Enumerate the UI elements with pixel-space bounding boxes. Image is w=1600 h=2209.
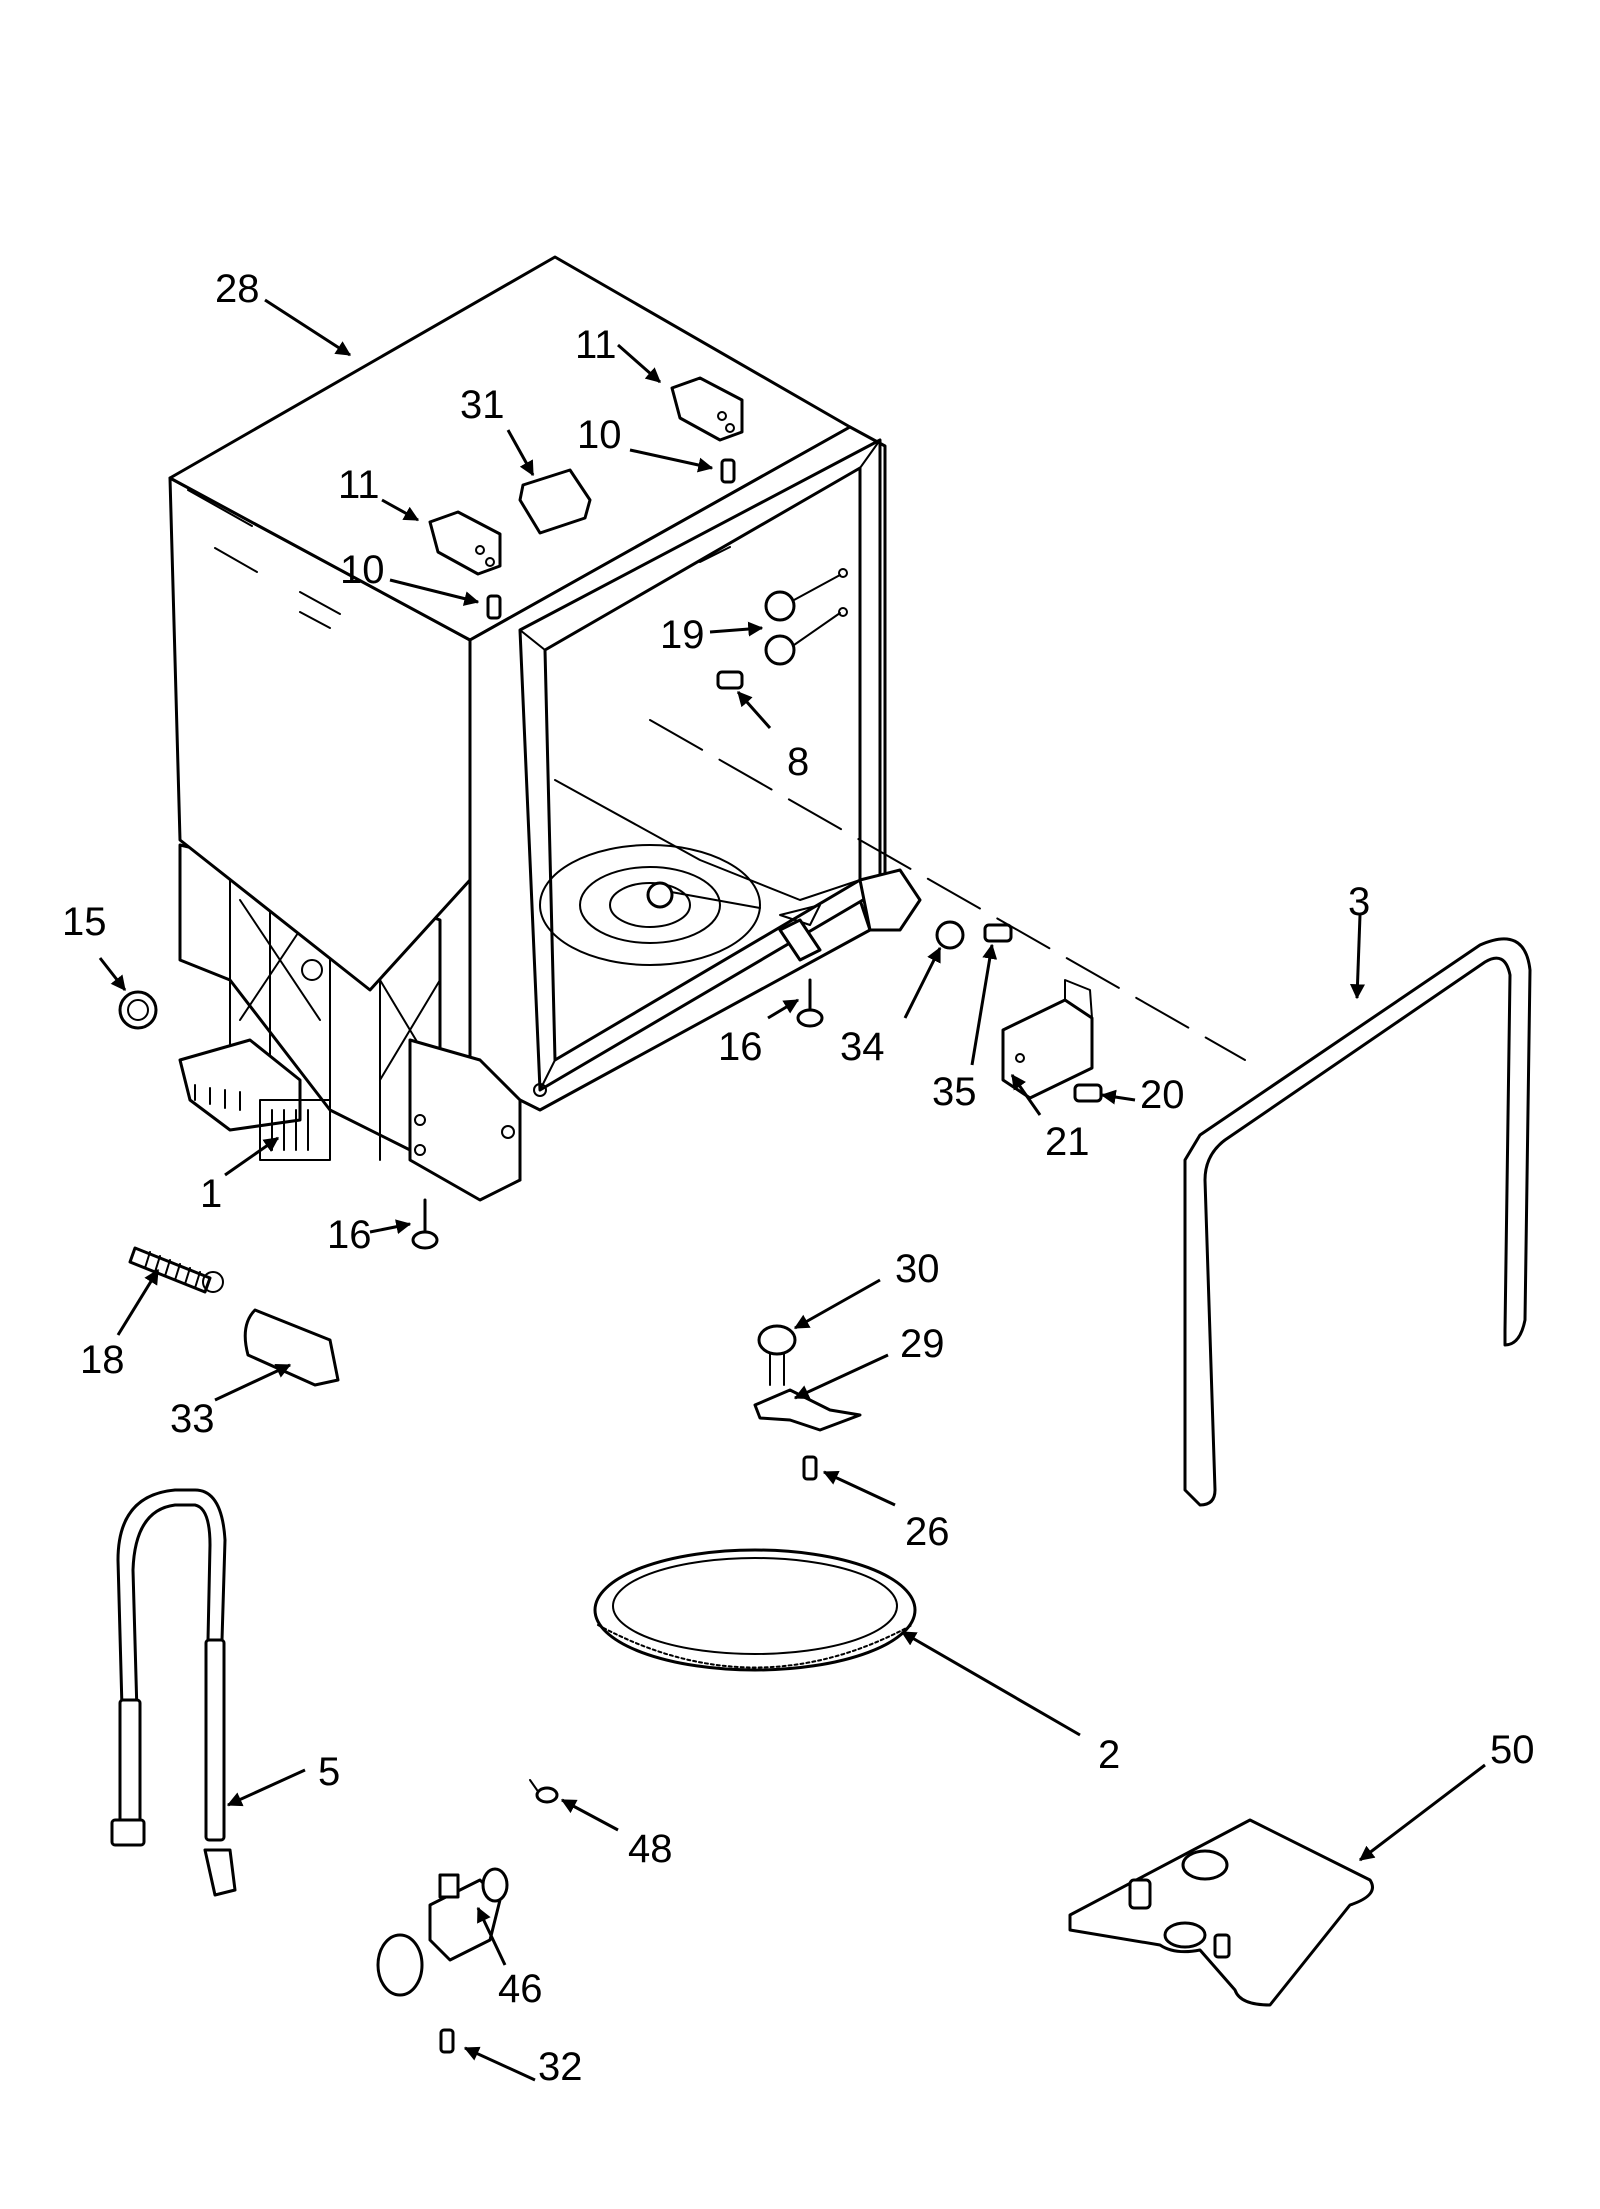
screw-icon <box>439 2028 455 2054</box>
callout-label: 28 <box>215 267 260 311</box>
callout-label: 31 <box>460 383 505 427</box>
gasket-icon <box>1183 937 1532 1507</box>
bracket-icon <box>428 376 744 576</box>
callout-label: 16 <box>327 1213 372 1257</box>
roller-icon <box>716 568 848 690</box>
leader-lines <box>98 298 1486 2082</box>
callout-label: 16 <box>718 1025 763 1069</box>
bracket-icon <box>1001 979 1103 1103</box>
washer-icon <box>935 920 965 950</box>
callout-label: 11 <box>338 463 380 507</box>
screw-icon <box>486 458 736 620</box>
callout-label: 2 <box>1098 1733 1120 1777</box>
callout-label: 5 <box>318 1750 340 1794</box>
callout-label: 46 <box>498 1967 543 2011</box>
callout-label: 26 <box>905 1510 950 1554</box>
callout-label: 48 <box>628 1827 673 1871</box>
callout-label: 18 <box>80 1338 125 1382</box>
callout-label: 29 <box>900 1322 945 1366</box>
plug-icon <box>118 990 158 1030</box>
foot-icon <box>796 978 824 1028</box>
hose-clamp-icon <box>376 1867 509 1997</box>
callout-label: 19 <box>660 613 705 657</box>
spring-icon <box>128 1246 224 1294</box>
callout-label: 35 <box>932 1070 977 1114</box>
assembly-guide-line <box>649 719 1246 1061</box>
callout-label: 33 <box>170 1397 215 1441</box>
callout-label: 50 <box>1490 1728 1535 1772</box>
callout-label: 32 <box>538 2045 583 2089</box>
clamp-icon <box>529 1779 559 1804</box>
parts-bag-icon <box>1068 1818 1374 2007</box>
foot-icon <box>411 1198 439 1250</box>
gasket-ring-icon <box>593 1548 917 1672</box>
callout-label: 11 <box>575 323 617 367</box>
callout-label: 20 <box>1140 1073 1185 1117</box>
pad-icon <box>243 1308 340 1387</box>
callout-label: 3 <box>1348 880 1370 924</box>
callout-label: 30 <box>895 1247 940 1291</box>
callout-labels: 28 11 31 10 11 10 19 8 15 3 16 34 35 20 … <box>62 267 1535 2089</box>
callout-label: 1 <box>200 1172 222 1216</box>
heater-icon <box>110 1488 237 1897</box>
callout-label: 8 <box>787 740 809 784</box>
clip-icon <box>518 468 592 535</box>
callout-label: 15 <box>62 900 107 944</box>
thermostat-icon <box>753 1324 862 1481</box>
callout-label: 10 <box>340 548 385 592</box>
callout-label: 21 <box>1045 1120 1090 1164</box>
screw-icon <box>983 923 1013 943</box>
callout-label: 34 <box>840 1025 885 1069</box>
callout-label: 10 <box>577 413 622 457</box>
tub-assembly <box>168 255 922 1202</box>
